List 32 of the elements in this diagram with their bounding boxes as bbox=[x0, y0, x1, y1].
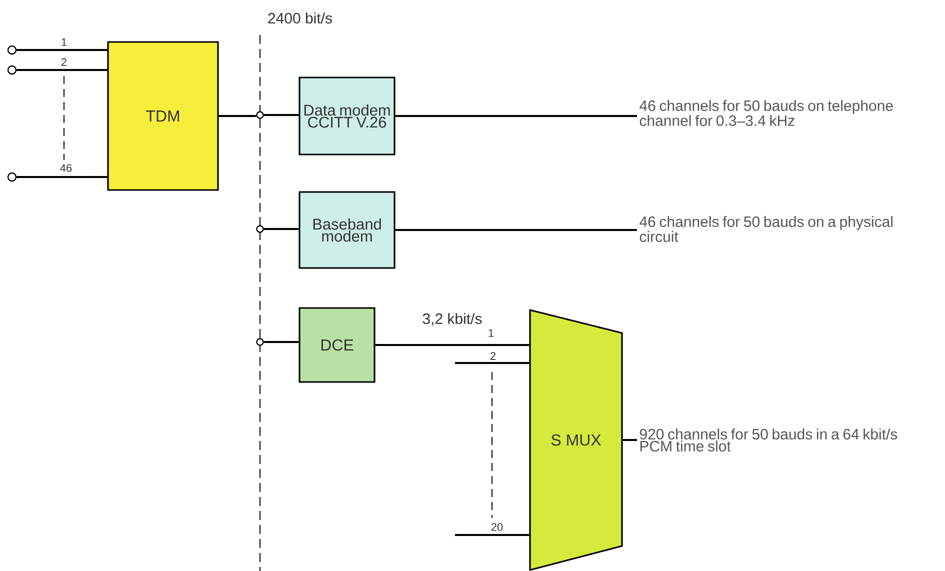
multiplexer-box: TDM bbox=[107, 41, 219, 191]
channel-number: 1 bbox=[62, 38, 67, 46]
connector-line bbox=[16, 176, 108, 178]
terminal-circle bbox=[7, 172, 17, 182]
connector-line bbox=[264, 114, 299, 116]
channel-number: 2 bbox=[62, 58, 66, 66]
description-text: 46 channels for 50 bauds on a physical circuit bbox=[640, 216, 892, 242]
connector-line bbox=[622, 439, 637, 441]
multiplexer-trapezoid: S MUX bbox=[529, 309, 623, 571]
connector-line bbox=[264, 228, 299, 230]
connector-line bbox=[395, 115, 637, 117]
connector-line bbox=[455, 534, 530, 536]
connector-line bbox=[395, 229, 637, 231]
connector-line bbox=[375, 344, 530, 346]
channel-number: 46 bbox=[60, 164, 72, 172]
modem-box: Data modem CCITT V.26 bbox=[298, 76, 396, 156]
connector-line bbox=[16, 49, 108, 51]
description-text: 920 channels for 50 bauds in a 64 kbit/s PCM time slot bbox=[640, 428, 898, 452]
terminal-circle bbox=[7, 65, 17, 75]
edge-label: 3,2 kbit/s bbox=[422, 313, 482, 326]
rate-label: 2400 bit/s bbox=[268, 12, 332, 24]
connector-line bbox=[455, 362, 530, 364]
terminal-circle bbox=[7, 45, 17, 55]
channel-number: 20 bbox=[491, 523, 503, 531]
channel-number: 1 bbox=[488, 329, 494, 337]
connector-line bbox=[218, 115, 256, 117]
dce-box: DCE bbox=[298, 307, 376, 383]
modem-box: Baseband modem bbox=[298, 191, 396, 269]
channel-number: 2 bbox=[490, 352, 496, 360]
connector-line bbox=[16, 69, 108, 71]
description-text: 46 channels for 50 bauds on telephone channel for 0.3–3.4 kHz bbox=[640, 100, 893, 126]
connector-line bbox=[264, 341, 299, 343]
